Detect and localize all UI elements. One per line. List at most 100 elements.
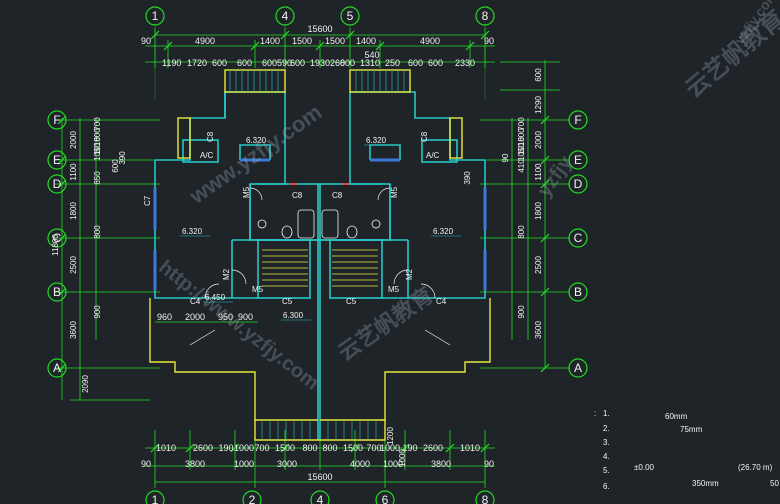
left-outer-dim: 3600 bbox=[69, 321, 78, 339]
bottom-row1-dim: 800 bbox=[322, 443, 337, 453]
room-label: C4 bbox=[190, 297, 201, 306]
right-axis-circle bbox=[568, 150, 588, 170]
bottom-axis-circle bbox=[375, 490, 395, 504]
top-row2-dim: 1930 bbox=[310, 58, 330, 68]
top-row1-dim: 1400 bbox=[260, 36, 280, 46]
right-small-dim: 1050 bbox=[517, 143, 526, 161]
top-row1-dim: 4900 bbox=[195, 36, 215, 46]
note-number: 1. bbox=[603, 409, 610, 418]
right-axis-label: E bbox=[574, 153, 582, 167]
left-inner-dim: 800 bbox=[93, 128, 102, 142]
bottom-row2-dim: 4000 bbox=[350, 459, 370, 469]
bottom-row2-dim: 3800 bbox=[185, 459, 205, 469]
top-row2-dim: 600 bbox=[290, 58, 305, 68]
right-axis-label: A bbox=[574, 361, 582, 375]
bottom-mid2-dim: 1000 bbox=[398, 449, 407, 467]
left-total-dim: 11800 bbox=[51, 234, 60, 256]
bottom-row1-dim: 1000 bbox=[380, 443, 400, 453]
bottom-axis-label: 2 bbox=[249, 493, 256, 504]
right-small-dim: 390 bbox=[463, 171, 472, 185]
right-outer-dim: 2500 bbox=[534, 256, 543, 274]
right-axis-label: B bbox=[574, 285, 582, 299]
bottom-row1-dim: 1010 bbox=[156, 443, 176, 453]
left-axis-circle bbox=[47, 174, 67, 194]
room-label: M5 bbox=[390, 186, 399, 198]
bottom-axis-label: 8 bbox=[482, 493, 489, 504]
top-axis-label: 1 bbox=[152, 9, 159, 23]
dimension-ticks bbox=[57, 30, 550, 453]
left-small-dim: 600 bbox=[111, 159, 120, 173]
dimension-lines bbox=[55, 28, 570, 488]
room-label: C7 bbox=[143, 195, 152, 206]
window-walls bbox=[153, 158, 487, 290]
bottom-row2-dim: 3800 bbox=[431, 459, 451, 469]
top-row2-dim: 2330 bbox=[455, 58, 475, 68]
left-axis-circle bbox=[47, 358, 67, 378]
top-row1-dim: 90 bbox=[141, 36, 151, 46]
left-axis-circle bbox=[47, 282, 67, 302]
top-row2-dim: 600 bbox=[408, 58, 423, 68]
notes-colon: : bbox=[594, 409, 596, 418]
interior-dim: 960 bbox=[157, 312, 172, 322]
bottom-row1-dim: 700 bbox=[366, 443, 381, 453]
bottom-mid-dim: 1200 bbox=[386, 427, 395, 445]
note-value: 350mm bbox=[692, 479, 719, 488]
note-value: ±0.00 bbox=[634, 463, 655, 472]
top-row2-dim: 600 bbox=[237, 58, 252, 68]
left-outer-dim: 1800 bbox=[69, 202, 78, 220]
right-inner-dim: 90 bbox=[501, 153, 510, 162]
right-outer-dim: 1100 bbox=[534, 163, 543, 181]
left-axis-circle bbox=[47, 228, 67, 248]
bottom-total-dim: 15600 bbox=[307, 472, 332, 482]
elevation-label: 6.320 bbox=[182, 227, 203, 236]
note-number: 2. bbox=[603, 424, 610, 433]
bottom-row1-dim: 700 bbox=[254, 443, 269, 453]
bottom-axis-bubbles: 1 2 4 6 8 bbox=[145, 490, 495, 504]
left-inner-dim: 1010 bbox=[93, 137, 102, 155]
room-label: C8 bbox=[292, 191, 303, 200]
top-mid-dim: 540 bbox=[364, 50, 379, 60]
bottom-row2-dim: 1000 bbox=[234, 459, 254, 469]
right-outer-dim: 600 bbox=[534, 68, 543, 82]
top-axis-label: 5 bbox=[347, 9, 354, 23]
left-axis-label: F bbox=[53, 113, 60, 127]
top-row2-dim: 1190 bbox=[162, 58, 181, 68]
top-total-dim: 15600 bbox=[307, 24, 332, 34]
bottom-row1-dim: 800 bbox=[302, 443, 317, 453]
bottom-axis-label: 4 bbox=[317, 493, 324, 504]
elevation-label: 6.300 bbox=[283, 311, 304, 320]
right-inner-dim: 1010 bbox=[517, 137, 526, 155]
right-axis-circle bbox=[568, 228, 588, 248]
bottom-row1-dim: 1500 bbox=[343, 443, 363, 453]
bottom-axis-label: 6 bbox=[382, 493, 389, 504]
top-axis-circle bbox=[145, 6, 165, 26]
slope-arrows bbox=[189, 329, 451, 346]
right-outer-dim: 2000 bbox=[534, 131, 543, 149]
bottom-row1-dim: 2600 bbox=[193, 443, 213, 453]
bottom-axis-label: 1 bbox=[152, 493, 159, 504]
left-axis-label: C bbox=[53, 231, 62, 245]
bottom-row1-dim: 1010 bbox=[460, 443, 480, 453]
left-axis-circle bbox=[47, 150, 67, 170]
right-small-dim: 410 bbox=[517, 159, 526, 173]
top-row2-dim: 600 bbox=[340, 58, 355, 68]
top-row2-dim: 600590 bbox=[262, 58, 292, 68]
elevation-label: 6.320 bbox=[366, 136, 387, 145]
note-value: (26.70 m) bbox=[738, 463, 773, 472]
bottom-row1-dim: 1000 bbox=[234, 443, 254, 453]
room-label: C5 bbox=[346, 297, 357, 306]
